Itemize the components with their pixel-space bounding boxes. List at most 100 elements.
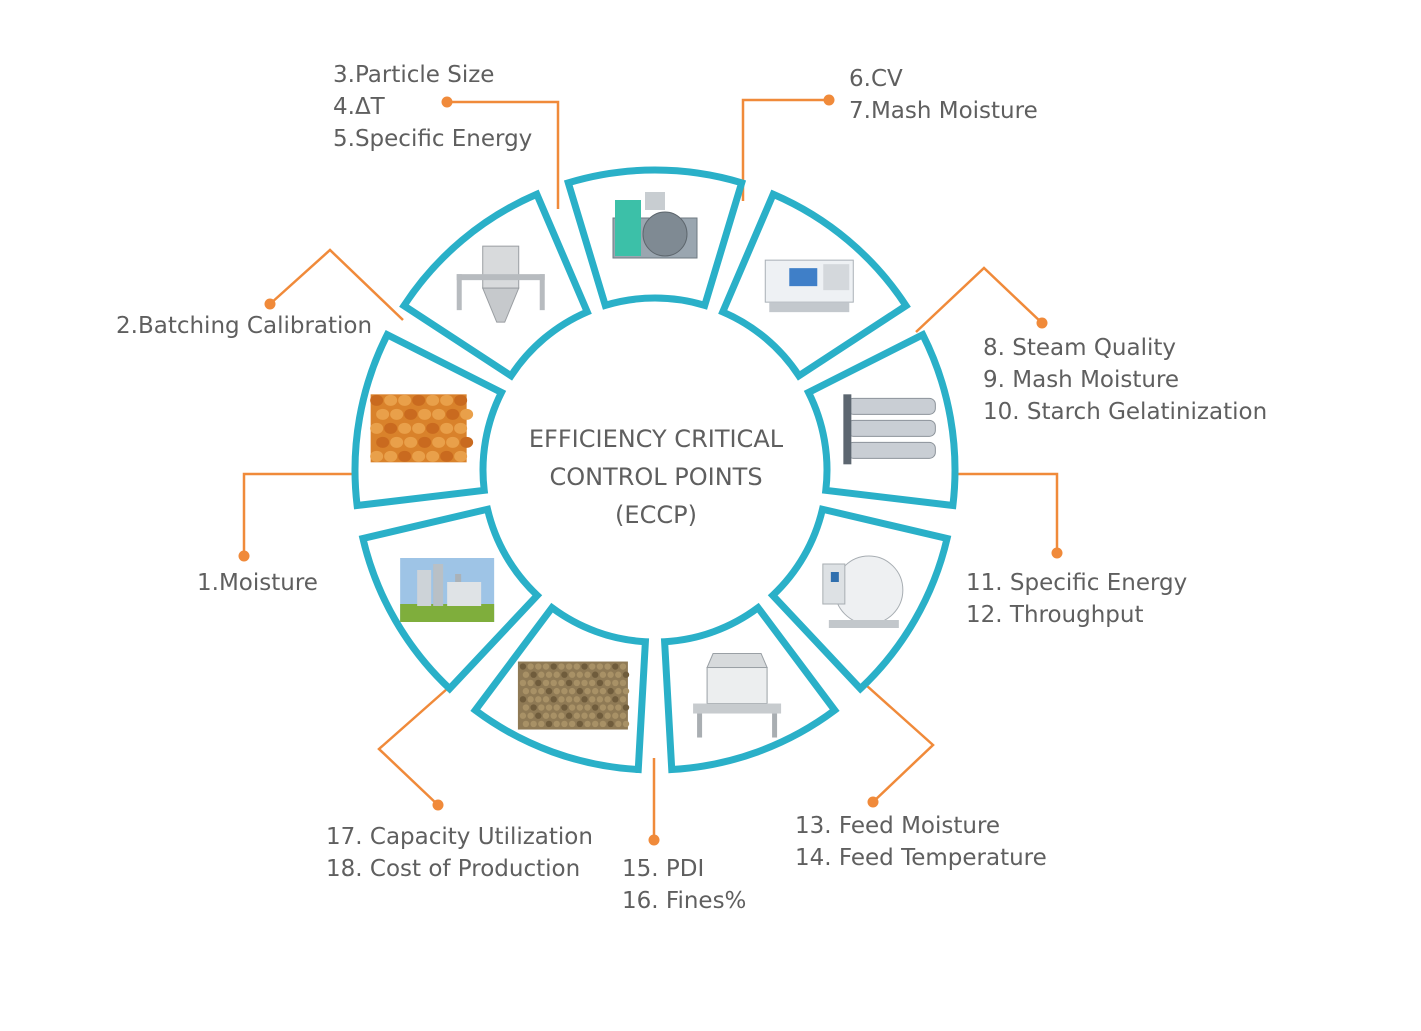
feed-pellet bbox=[592, 720, 599, 728]
feed-pellet bbox=[576, 704, 584, 711]
feed-pellet bbox=[542, 679, 550, 687]
mill-inlet bbox=[645, 192, 665, 210]
feed-pellet bbox=[615, 704, 622, 711]
pellet-mill-badge bbox=[830, 572, 839, 582]
feed-pellet bbox=[576, 720, 584, 728]
feed-pellet bbox=[622, 671, 630, 678]
feed-pellet bbox=[553, 704, 560, 711]
label-pdi: 15. PDI bbox=[622, 856, 705, 882]
corn-kernel bbox=[398, 422, 412, 434]
feed-pellet bbox=[553, 687, 560, 695]
feed-pellet bbox=[604, 696, 611, 703]
batching-scale-hopper-icon bbox=[456, 245, 545, 323]
label-feed-moisture: 13. Feed Moisture bbox=[795, 813, 1001, 839]
label-group-pellets: 15. PDI 16. Fines% bbox=[622, 853, 746, 917]
connector-line-cooling bbox=[856, 676, 935, 803]
feed-pellet bbox=[535, 696, 542, 703]
feed-pellet bbox=[527, 663, 534, 670]
feed-pellet bbox=[558, 712, 565, 719]
conditioner-frame bbox=[843, 394, 852, 465]
feed-pellet bbox=[542, 663, 550, 670]
label-group-raw-material: 1.Moisture bbox=[197, 567, 318, 599]
feed-pellet bbox=[584, 671, 591, 678]
feed-pellet bbox=[573, 679, 581, 687]
feed-pellet bbox=[519, 696, 527, 703]
feed-pellet bbox=[565, 663, 573, 670]
connector-dot-raw-material bbox=[238, 550, 250, 562]
feed-pellet bbox=[599, 671, 607, 678]
conditioner-machine-icon bbox=[843, 394, 936, 465]
feed-pellet bbox=[589, 696, 596, 703]
feed-pellet bbox=[568, 704, 576, 711]
feed-pellet bbox=[612, 696, 619, 703]
feed-pellet bbox=[538, 671, 545, 678]
connector-line-pelleting bbox=[952, 472, 1059, 553]
feed-pellet bbox=[615, 687, 622, 695]
plant-photo-grass bbox=[400, 604, 495, 622]
connector-dot-grinding bbox=[441, 96, 453, 108]
feed-pellet bbox=[607, 704, 614, 711]
feed-pellet bbox=[604, 712, 611, 719]
feed-pellet bbox=[519, 712, 527, 719]
mill-rotor bbox=[642, 211, 688, 257]
feed-pellet bbox=[530, 720, 537, 728]
label-starch-gelatinization: 10. Starch Gelatinization bbox=[983, 399, 1268, 425]
plant-tower bbox=[433, 564, 444, 606]
feed-pellet bbox=[542, 712, 550, 719]
label-delta-t: 4.ΔT bbox=[333, 94, 385, 120]
feed-pellet bbox=[612, 663, 619, 670]
corn-kernel bbox=[454, 422, 468, 434]
hopper-frame bbox=[456, 274, 545, 281]
feed-pellet bbox=[561, 687, 568, 695]
hopper-leg bbox=[456, 274, 462, 311]
feed-pellet bbox=[527, 696, 534, 703]
corn-kernel bbox=[446, 436, 460, 448]
feed-pellet bbox=[599, 687, 607, 695]
feed-pellet bbox=[550, 696, 557, 703]
feed-pellet bbox=[565, 696, 573, 703]
feed-pellet bbox=[573, 712, 581, 719]
corn-kernel bbox=[370, 450, 384, 462]
corn-kernel bbox=[454, 394, 468, 406]
corn-kernel bbox=[426, 422, 440, 434]
cooler-leg bbox=[697, 713, 703, 738]
hopper-cone bbox=[481, 287, 520, 323]
feed-pellet bbox=[592, 671, 599, 678]
feed-pellet bbox=[568, 671, 576, 678]
feed-pellet bbox=[596, 679, 604, 687]
label-steam-quality: 8. Steam Quality bbox=[983, 335, 1177, 361]
center-title-line-3: (ECCP) bbox=[615, 501, 697, 529]
feed-pellet bbox=[622, 704, 630, 711]
feed-pellet bbox=[573, 696, 581, 703]
feed-pellet bbox=[607, 687, 614, 695]
feed-pellet bbox=[568, 720, 576, 728]
corn-kernel bbox=[432, 408, 446, 420]
feed-pellet bbox=[596, 696, 604, 703]
connector-dot-conditioning bbox=[1036, 317, 1048, 329]
feed-pellet bbox=[553, 720, 560, 728]
feed-pellet bbox=[550, 712, 557, 719]
connector-line-mixing bbox=[741, 98, 829, 201]
feed-pellet bbox=[522, 720, 530, 728]
feed-pellet bbox=[604, 663, 611, 670]
label-group-batching: 2.Batching Calibration bbox=[116, 310, 372, 342]
conditioner-barrel bbox=[846, 397, 936, 415]
feed-pellet bbox=[553, 671, 560, 678]
feed-pellet bbox=[538, 704, 545, 711]
feed-pellet bbox=[545, 671, 553, 678]
cooler-leg bbox=[772, 713, 778, 738]
feed-pellet bbox=[599, 704, 607, 711]
mixer-panel bbox=[789, 268, 818, 287]
corn-kernel bbox=[390, 436, 404, 448]
feed-pellet bbox=[584, 704, 591, 711]
feed-pellet bbox=[522, 687, 530, 695]
feed-pellet bbox=[535, 679, 542, 687]
corn-kernel bbox=[412, 394, 426, 406]
feed-pellet bbox=[581, 679, 588, 687]
corn-kernel bbox=[384, 450, 398, 462]
feed-pellet bbox=[589, 679, 596, 687]
feed-pellet bbox=[584, 687, 591, 695]
corn-kernel bbox=[446, 408, 460, 420]
label-specific-energy-grinding: 5.Specific Energy bbox=[333, 126, 533, 152]
